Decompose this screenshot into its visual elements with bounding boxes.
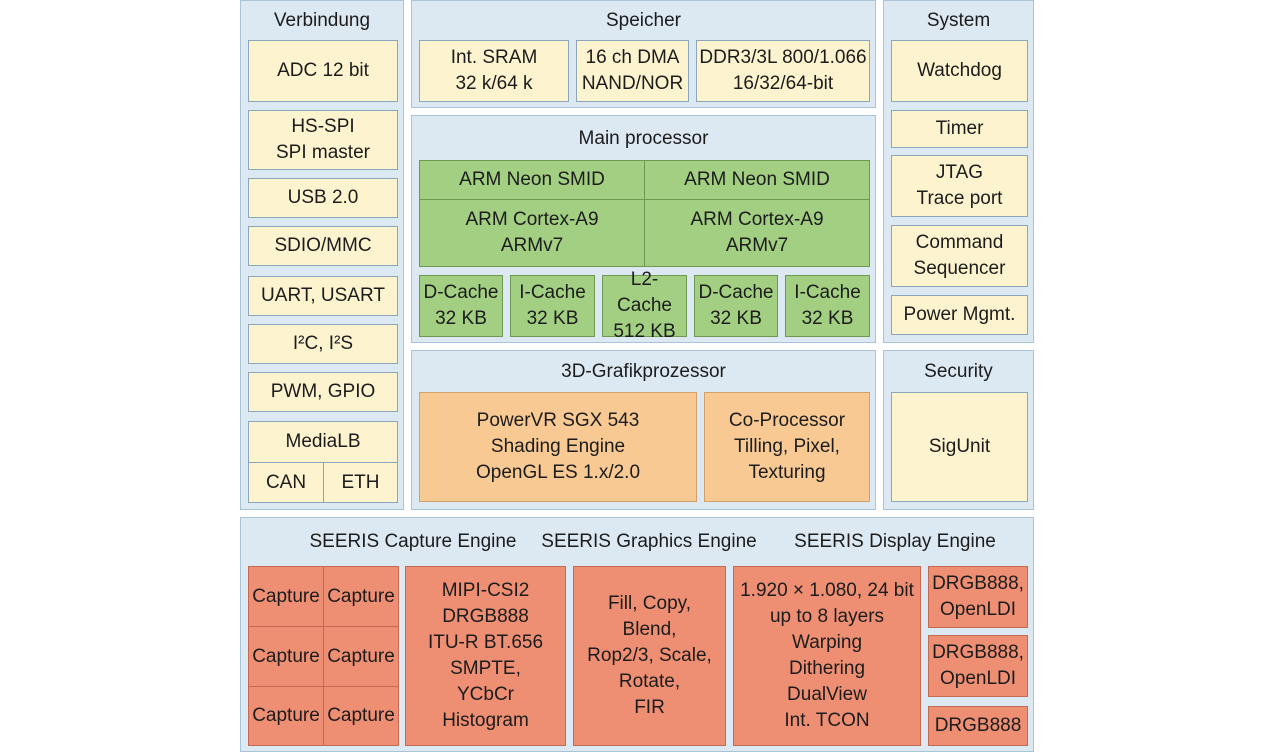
capture-cell: Capture — [248, 626, 324, 687]
block-i-cache-1: I-Cache 32 KB — [510, 275, 595, 337]
panel-grafikprozessor: 3D-Grafikprozessor PowerVR SGX 543 Shadi… — [411, 350, 876, 510]
header-graphics-engine: SEERIS Graphics Engine — [541, 531, 757, 552]
block-neon-right: ARM Neon SMID — [644, 160, 870, 200]
block-uart: UART, USART — [248, 276, 398, 316]
panel-speicher: Speicher Int. SRAM 32 k/64 k 16 ch DMA N… — [411, 0, 876, 108]
block-output-1: DRGB888, OpenLDI — [928, 566, 1028, 628]
capture-cell: Capture — [248, 566, 324, 627]
block-ddr: DDR3/3L 800/1.066 16/32/64-bit — [696, 40, 870, 102]
panel-title-main-processor: Main processor — [578, 128, 709, 149]
panel-verbindung: Verbindung ADC 12 bit HS-SPI SPI master … — [240, 0, 404, 510]
block-eth: ETH — [323, 462, 398, 503]
panel-main-processor: Main processor ARM Neon SMID ARM Neon SM… — [411, 115, 876, 343]
block-timer: Timer — [891, 110, 1028, 148]
panel-title-security: Security — [924, 361, 993, 382]
block-i2c: I²C, I²S — [248, 324, 398, 364]
block-medialb: MediaLB — [248, 421, 398, 463]
block-watchdog: Watchdog — [891, 40, 1028, 102]
block-powervr: PowerVR SGX 543 Shading Engine OpenGL ES… — [419, 392, 697, 502]
block-command-sequencer: Command Sequencer — [891, 225, 1028, 287]
block-output-3: DRGB888 — [928, 706, 1028, 746]
panel-title-verbindung: Verbindung — [273, 10, 371, 31]
block-i-cache-2: I-Cache 32 KB — [785, 275, 870, 337]
block-d-cache-1: D-Cache 32 KB — [419, 275, 503, 337]
block-cortex-right: ARM Cortex-A9 ARMv7 — [644, 199, 870, 267]
block-d-cache-2: D-Cache 32 KB — [694, 275, 778, 337]
block-neon-left: ARM Neon SMID — [419, 160, 645, 200]
block-pwm: PWM, GPIO — [248, 372, 398, 412]
block-hs-spi: HS-SPI SPI master — [248, 110, 398, 170]
block-dma: 16 ch DMA NAND/NOR — [576, 40, 689, 102]
block-usb: USB 2.0 — [248, 178, 398, 218]
block-jtag: JTAG Trace port — [891, 155, 1028, 217]
block-display-features: 1.920 × 1.080, 24 bit up to 8 layers War… — [733, 566, 921, 746]
block-output-2: DRGB888, OpenLDI — [928, 635, 1028, 697]
panel-title-speicher: Speicher — [606, 10, 681, 31]
capture-cell: Capture — [323, 626, 399, 687]
panel-title-grafikprozessor: 3D-Grafikprozessor — [561, 361, 726, 382]
block-graphics-ops: Fill, Copy, Blend, Rop2/3, Scale, Rotate… — [573, 566, 726, 746]
capture-cell: Capture — [323, 566, 399, 627]
capture-cell: Capture — [323, 686, 399, 746]
block-capture-formats: MIPI-CSI2 DRGB888 ITU-R BT.656 SMPTE, YC… — [405, 566, 566, 746]
block-sram: Int. SRAM 32 k/64 k — [419, 40, 569, 102]
block-sigunit: SigUnit — [891, 392, 1028, 502]
panel-title-system: System — [926, 10, 991, 31]
header-display-engine: SEERIS Display Engine — [794, 531, 996, 552]
block-adc: ADC 12 bit — [248, 40, 398, 102]
panel-security: Security SigUnit — [883, 350, 1034, 510]
block-sdio: SDIO/MMC — [248, 226, 398, 266]
capture-cell: Capture — [248, 686, 324, 746]
block-cortex-left: ARM Cortex-A9 ARMv7 — [419, 199, 645, 267]
block-can: CAN — [248, 462, 324, 503]
block-l2-cache: L2-Cache 512 KB — [602, 269, 687, 342]
block-coprocessor: Co-Processor Tilling, Pixel, Texturing — [704, 392, 870, 502]
header-capture-engine: SEERIS Capture Engine — [309, 531, 517, 552]
block-power-mgmt: Power Mgmt. — [891, 295, 1028, 335]
panel-seeris: SEERIS Capture Engine SEERIS Graphics En… — [240, 517, 1034, 752]
panel-system: System Watchdog Timer JTAG Trace port Co… — [883, 0, 1034, 343]
